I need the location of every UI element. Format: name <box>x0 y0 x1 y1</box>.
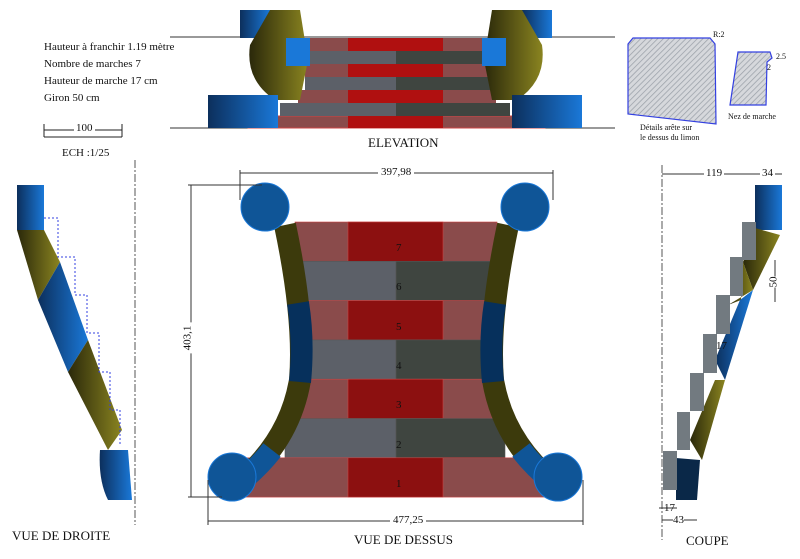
note-tread: Giron 50 cm <box>44 92 100 104</box>
step-tread-right <box>395 418 506 459</box>
elevation-title: ELEVATION <box>368 135 439 150</box>
nosing-dim-b: 2 <box>767 63 771 72</box>
note-step-count: Nombre de marches 7 <box>44 58 141 70</box>
step-number: 4 <box>396 359 402 372</box>
step-tread-right <box>395 260 493 301</box>
step-tread-right <box>395 339 487 380</box>
step-tread-left <box>284 418 397 459</box>
dim-43: 43 <box>673 514 684 526</box>
step-tread-left <box>299 260 397 301</box>
stringer-detail-line2: le dessus du limon <box>640 133 700 142</box>
note-step-height: Hauteur de marche 17 cm <box>44 75 158 87</box>
nosing-label: Nez de marche <box>728 112 776 121</box>
dim-top-width: 397,98 <box>378 166 415 178</box>
elevation-view <box>170 10 615 129</box>
dim-17-bottom: 17 <box>664 502 675 514</box>
right-view-title: VUE DE DROITE <box>12 528 111 543</box>
note-height-to-climb: Hauteur à franchir 1.19 mètre <box>44 41 175 53</box>
step-number: 3 <box>396 399 402 412</box>
step-tread-center <box>347 221 444 262</box>
right-side-view <box>17 160 136 525</box>
step-tread-center <box>347 378 444 419</box>
section-title: COUPE <box>686 533 729 548</box>
dim-119: 119 <box>704 167 725 179</box>
step-number: 6 <box>396 281 402 294</box>
dim-50: 50 <box>767 276 780 288</box>
nosing-dim-a: 2.5 <box>776 52 786 61</box>
step-tread-center <box>347 457 444 498</box>
top-view-title: VUE DE DESSUS <box>354 532 453 547</box>
dim-34: 34 <box>760 167 775 179</box>
stringer-edge-detail <box>627 37 717 125</box>
step-number: 2 <box>396 438 402 451</box>
dim-bottom-width: 477,25 <box>390 514 427 526</box>
step-number: 1 <box>396 477 402 490</box>
step-number: 7 <box>396 242 402 254</box>
dim-17-mid: 17 <box>716 340 727 352</box>
stringer-detail-line1: Détails arête sur <box>640 123 692 132</box>
scale-bar-value: 100 <box>74 122 95 134</box>
step-number: 5 <box>396 320 402 333</box>
step-tread-center <box>347 300 444 341</box>
nosing-detail <box>729 51 773 106</box>
step-tread-left <box>304 339 397 380</box>
radius-label: R:2 <box>713 30 725 39</box>
section-view <box>659 165 782 540</box>
top-view <box>188 170 584 525</box>
dim-depth: 403,1 <box>181 322 194 354</box>
scale-label: ECH :1/25 <box>62 147 110 159</box>
